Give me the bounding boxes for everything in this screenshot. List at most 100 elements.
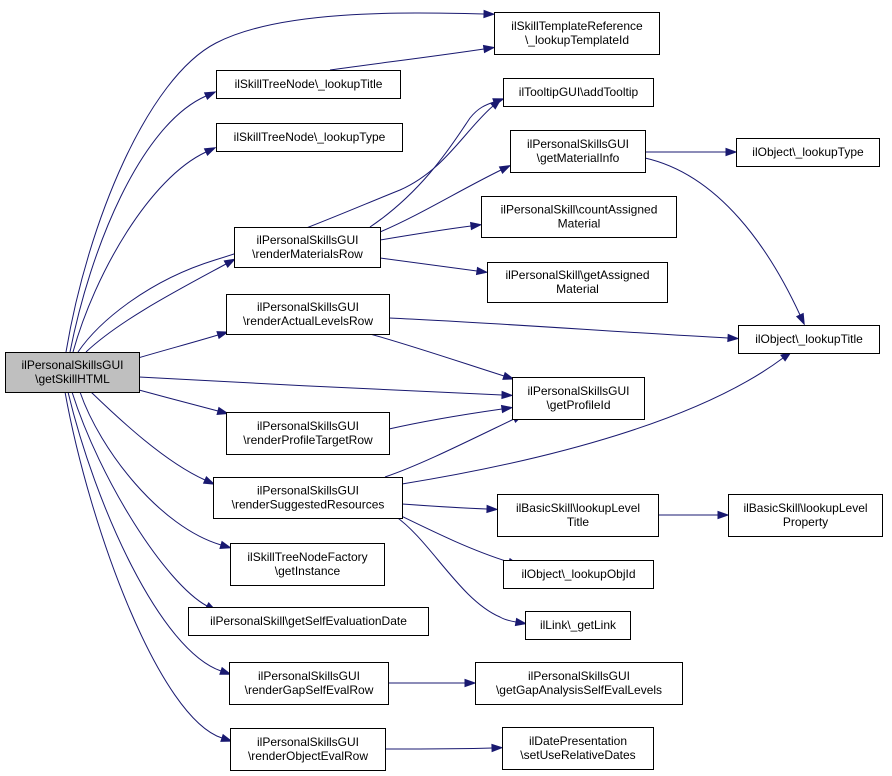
edge-line xyxy=(401,357,784,485)
node-label: ilSkillTreeNode\_lookupTitle xyxy=(235,77,383,91)
edge-line xyxy=(90,391,206,481)
arrowhead xyxy=(498,164,512,174)
node-label: ilTooltipGUI\addTooltip xyxy=(519,85,639,99)
node-label: Title xyxy=(567,515,590,529)
node-label: \renderMaterialsRow xyxy=(252,247,363,261)
node-lookupObjId[interactable]: ilObject\_lookupObjId xyxy=(503,560,654,589)
node-addTooltip[interactable]: ilTooltipGUI\addTooltip xyxy=(503,78,654,107)
node-renderObjectEvalRow[interactable]: ilPersonalSkillsGUI\renderObjectEvalRow xyxy=(230,728,386,771)
node-box xyxy=(475,662,683,705)
edge-stnLookupTitle-to-lookupTemplateId xyxy=(329,44,496,71)
edge-renderGapSelfEvalRow-to-getGapAnalysisSelfEvalLevels xyxy=(387,678,477,688)
node-label: \getGapAnalysisSelfEvalLevels xyxy=(496,683,662,697)
arrowhead xyxy=(483,9,496,19)
edge-line xyxy=(379,257,478,272)
edge-renderSuggestedResources-to-lookupLevelTitle xyxy=(401,503,499,514)
node-box xyxy=(226,294,390,335)
arrowhead xyxy=(491,743,504,753)
edge-getSkillHTML-to-getProfileId xyxy=(138,376,514,400)
node-label: ilPersonalSkill\countAssigned xyxy=(501,203,658,217)
edge-line xyxy=(384,747,493,750)
edge-lookupLevelTitle-to-lookupLevelProperty xyxy=(658,510,730,520)
node-label: ilSkillTreeNode\_lookupType xyxy=(234,130,386,144)
node-box xyxy=(188,607,429,636)
node-box xyxy=(503,78,654,107)
node-getInstance[interactable]: ilSkillTreeNodeFactory\getInstance xyxy=(230,543,385,586)
node-getSelfEvaluationDate[interactable]: ilPersonalSkill\getSelfEvaluationDate xyxy=(188,607,429,636)
arrowhead xyxy=(492,98,505,107)
edge-line xyxy=(369,101,495,228)
arrowhead xyxy=(475,266,489,276)
edge-line xyxy=(138,389,219,412)
node-label: \setUseRelativeDates xyxy=(520,748,635,762)
node-renderMaterialsRow[interactable]: ilPersonalSkillsGUI\renderMaterialsRow xyxy=(234,227,381,268)
arrowhead xyxy=(795,312,805,326)
node-label: ilPersonalSkillsGUI xyxy=(21,358,123,372)
node-getSkillHTML[interactable]: ilPersonalSkillsGUI\getSkillHTML xyxy=(5,352,140,393)
node-label: ilPersonalSkillsGUI xyxy=(527,137,629,151)
node-setUseRelativeDates[interactable]: ilDatePresentation\setUseRelativeDates xyxy=(502,727,654,770)
arrowhead xyxy=(502,371,515,380)
node-objLookupTitle[interactable]: ilObject\_lookupTitle xyxy=(738,325,880,354)
arrowhead xyxy=(202,475,216,485)
edge-getMaterialInfo-to-objLookupType xyxy=(644,147,738,157)
edge-line xyxy=(401,503,488,510)
node-label: ilPersonalSkillsGUI xyxy=(527,384,629,398)
edge-getSkillHTML-to-renderSuggestedResources xyxy=(90,391,216,485)
node-objLookupType[interactable]: ilObject\_lookupType xyxy=(736,138,880,167)
edge-line xyxy=(329,48,485,71)
edge-line xyxy=(69,95,207,353)
node-lookupTemplateId[interactable]: ilSkillTemplateReference\_lookupTemplate… xyxy=(494,12,660,55)
node-label: \renderProfileTargetRow xyxy=(243,433,373,447)
node-box xyxy=(728,494,883,537)
node-label: ilDatePresentation xyxy=(529,734,627,748)
node-stnLookupType[interactable]: ilSkillTreeNode\_lookupType xyxy=(216,123,403,152)
node-getMaterialInfo[interactable]: ilPersonalSkillsGUI\getMaterialInfo xyxy=(510,130,646,173)
node-renderProfileTargetRow[interactable]: ilPersonalSkillsGUI\renderProfileTargetR… xyxy=(226,412,390,455)
arrowhead xyxy=(470,221,483,231)
edge-line xyxy=(394,515,517,623)
edge-getSkillHTML-to-renderProfileTargetRow xyxy=(138,389,230,415)
edge-getSkillHTML-to-renderActualLevelsRow xyxy=(137,331,230,359)
edge-line xyxy=(388,317,729,339)
edge-layer xyxy=(64,9,805,753)
node-stnLookupTitle[interactable]: ilSkillTreeNode\_lookupTitle xyxy=(216,70,401,99)
node-label: ilPersonalSkillsGUI xyxy=(257,484,359,498)
arrowhead xyxy=(464,678,477,688)
node-label: ilPersonalSkillsGUI xyxy=(258,669,360,683)
edge-line xyxy=(79,391,222,546)
arrowhead xyxy=(219,540,233,549)
node-box xyxy=(738,325,880,354)
node-label: \renderObjectEvalRow xyxy=(248,749,368,763)
node-box xyxy=(510,130,646,173)
node-renderActualLevelsRow[interactable]: ilPersonalSkillsGUI\renderActualLevelsRo… xyxy=(226,294,390,335)
arrowhead xyxy=(725,147,738,157)
node-label: ilPersonalSkill\getSelfEvaluationDate xyxy=(210,614,407,628)
node-box xyxy=(512,377,645,420)
node-label: Property xyxy=(783,515,828,529)
node-getLink[interactable]: ilLink\_getLink xyxy=(525,611,631,640)
node-box xyxy=(481,196,677,238)
node-getGapAnalysisSelfEvalLevels[interactable]: ilPersonalSkillsGUI\getGapAnalysisSelfEv… xyxy=(475,662,683,705)
edge-line xyxy=(71,391,208,607)
arrowhead xyxy=(216,331,230,340)
edge-renderObjectEvalRow-to-setUseRelativeDates xyxy=(384,743,504,753)
edge-getSkillHTML-to-renderGapSelfEvalRow xyxy=(67,391,232,675)
arrowhead xyxy=(717,510,730,520)
node-label: Material xyxy=(556,282,599,296)
edge-line xyxy=(85,263,227,353)
arrowhead xyxy=(223,258,237,268)
node-label: ilPersonalSkillsGUI xyxy=(257,419,359,433)
arrowhead xyxy=(486,504,499,514)
node-renderGapSelfEvalRow[interactable]: ilPersonalSkillsGUI\renderGapSelfEvalRow xyxy=(229,662,389,705)
node-getProfileId[interactable]: ilPersonalSkillsGUI\getProfileId xyxy=(512,377,645,420)
edge-line xyxy=(72,151,207,353)
node-label: \getInstance xyxy=(275,564,341,578)
node-box xyxy=(234,227,381,268)
node-label: ilPersonalSkill\getAssigned xyxy=(505,268,649,282)
node-renderSuggestedResources[interactable]: ilPersonalSkillsGUI\renderSuggestedResou… xyxy=(213,477,403,519)
